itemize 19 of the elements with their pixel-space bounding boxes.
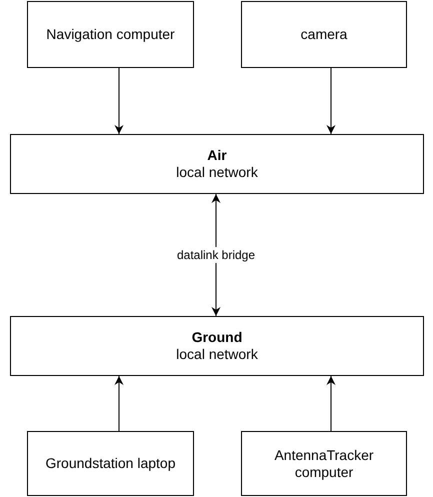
network-box [27,1,194,68]
arrow [114,68,124,134]
box-heading: Air [207,147,227,164]
arrow [326,376,336,432]
network-box [241,1,407,68]
box-label: local network [176,346,258,363]
box-label: Navigation computer [46,26,175,43]
arrow [326,68,336,134]
box-heading: Ground [192,329,242,346]
edge-label: datalink bridge [174,247,258,263]
box-label: AntennaTracker computer [273,446,375,480]
box-label: Groundstation laptop [46,455,176,472]
network-box [10,316,424,376]
box-label: local network [176,164,258,181]
arrow [114,376,124,432]
box-label: camera [300,26,348,43]
network-box [10,134,424,194]
network-box [241,431,407,496]
network-box [27,431,194,496]
